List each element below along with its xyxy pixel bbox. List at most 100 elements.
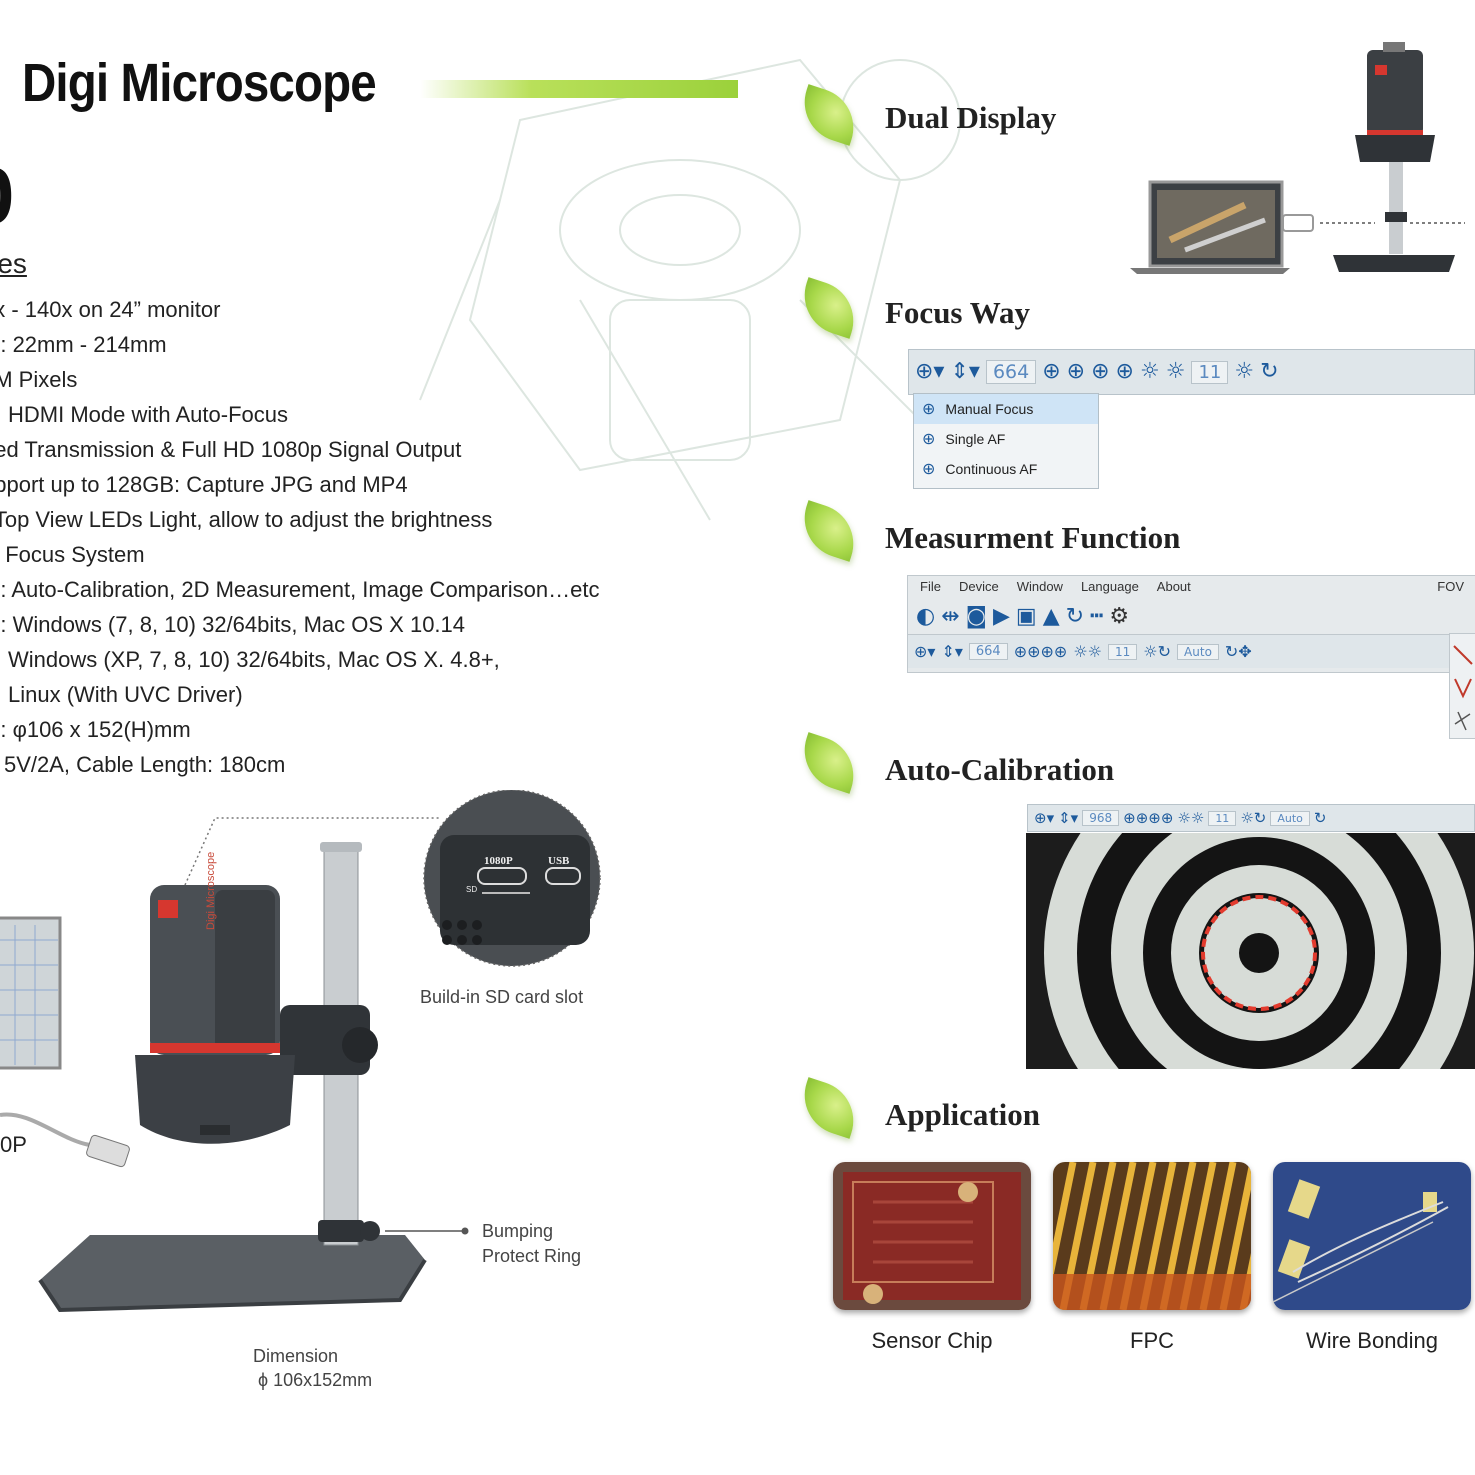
refresh-icon[interactable]: ↻✥ bbox=[1224, 641, 1252, 661]
application-image-wire-bonding bbox=[1273, 1162, 1471, 1310]
feature-item: 3x - 140x on 24” monitor bbox=[0, 297, 221, 322]
focus-target-icon[interactable]: ⊕⊕⊕⊕ bbox=[1123, 808, 1174, 827]
dual-display-illustration bbox=[1130, 42, 1465, 274]
menu-item-manual-focus[interactable]: ⊕ Manual Focus bbox=[914, 394, 1098, 424]
menu-about[interactable]: About bbox=[1156, 579, 1191, 594]
camera-icon[interactable]: ◙ bbox=[965, 604, 987, 629]
brightness-value[interactable]: 11 bbox=[1108, 643, 1138, 660]
menu-item-single-af[interactable]: ⊕ Single AF bbox=[914, 424, 1098, 454]
dimension-label: Dimension bbox=[253, 1346, 339, 1366]
focus-value-field[interactable]: 664 bbox=[968, 643, 1008, 660]
feature-item: e : 22mm - 214mm bbox=[0, 332, 167, 357]
page-title: Digi Microscope bbox=[22, 53, 377, 113]
focus-icon: ⊕ bbox=[922, 429, 936, 448]
menu-item-label: Single AF bbox=[945, 431, 1006, 447]
focus-target-icon[interactable]: ⊕ bbox=[1066, 359, 1086, 384]
focus-adjust-icon[interactable]: ⇕▾ bbox=[950, 359, 980, 384]
brightness-value[interactable]: 11 bbox=[1191, 360, 1229, 384]
section-title-application: Application bbox=[885, 1097, 1041, 1132]
brightness-icon[interactable]: ☼ bbox=[1165, 359, 1186, 384]
calibration-target-image bbox=[1026, 833, 1475, 1069]
settings-icon[interactable]: ☼ bbox=[1234, 359, 1255, 384]
leaf-icon bbox=[794, 1077, 864, 1139]
focus-target-icon[interactable]: ⊕ bbox=[1042, 359, 1061, 384]
port-usb-label: USB bbox=[548, 855, 570, 867]
video-icon[interactable]: ▶ bbox=[993, 604, 1010, 629]
menu-bar: File Device Window Language About FOV bbox=[908, 576, 1475, 600]
focus-mode-icon[interactable]: ⊕▾ bbox=[915, 359, 945, 384]
product-illustration bbox=[0, 790, 601, 1313]
application-caption: Sensor Chip bbox=[871, 1328, 993, 1353]
feature-item: HDMI Mode with Auto-Focus bbox=[8, 402, 288, 427]
measure-app-window: File Device Window Language About FOV ◐ … bbox=[907, 575, 1475, 673]
section-title-focus-way: Focus Way bbox=[885, 295, 1030, 330]
gear-icon[interactable]: ⚙ bbox=[1109, 604, 1130, 629]
calibration-value-field[interactable]: 968 bbox=[1082, 810, 1120, 826]
auto-button[interactable]: Auto bbox=[1177, 643, 1219, 660]
focus-mode-icon[interactable]: ⊕▾ bbox=[1034, 808, 1055, 827]
feature-item: upport up to 128GB: Capture JPG and MP4 bbox=[0, 472, 408, 497]
feature-item: f Top View LEDs Light, allow to adjust t… bbox=[0, 507, 493, 532]
leaf-icon bbox=[794, 732, 864, 794]
feature-item: eed Transmission & Full HD 1080p Signal … bbox=[0, 437, 462, 462]
focus-target-icon[interactable]: ⊕⊕⊕⊕ bbox=[1013, 641, 1068, 661]
feature-item: Windows (XP, 7, 8, 10) 32/64bits, Mac OS… bbox=[8, 647, 500, 672]
application-image-fpc bbox=[1053, 1162, 1251, 1310]
menu-item-label: Continuous AF bbox=[945, 461, 1038, 477]
auto-button[interactable]: Auto bbox=[1270, 810, 1310, 826]
snapshot-icon[interactable]: ◐ bbox=[916, 604, 936, 629]
rotate-icon[interactable]: ↻ bbox=[1065, 604, 1085, 629]
measure-tool-panel bbox=[1449, 633, 1475, 739]
brightness-icon[interactable]: ☼☼ bbox=[1177, 808, 1205, 827]
ruler-icon[interactable]: ┅ bbox=[1090, 604, 1104, 629]
image-icon[interactable]: ▣ bbox=[1015, 604, 1037, 629]
focus-target-icon[interactable]: ⊕ bbox=[1115, 359, 1134, 384]
focus-value-field[interactable]: 664 bbox=[985, 360, 1037, 384]
port-1080p-label: 1080P bbox=[484, 855, 513, 867]
feature-item: ol Focus System bbox=[0, 542, 145, 567]
application-image-sensor-chip bbox=[833, 1162, 1031, 1310]
camera-body-text: Digi Microscope bbox=[205, 851, 217, 930]
focus-adjust-icon[interactable]: ⇕▾ bbox=[1058, 808, 1079, 827]
sd-slot-callout: Build-in SD card slot bbox=[420, 987, 584, 1007]
menu-file[interactable]: File bbox=[920, 579, 941, 594]
refresh-icon[interactable]: ↻ bbox=[1313, 808, 1327, 827]
focus-icon: ⊕ bbox=[922, 459, 936, 478]
application-caption: Wire Bonding bbox=[1305, 1328, 1439, 1353]
menu-window[interactable]: Window bbox=[1016, 579, 1063, 594]
settings-icon[interactable]: ☼↻ bbox=[1240, 808, 1267, 827]
focus-mode-icon[interactable]: ⊕▾ bbox=[914, 641, 936, 661]
model-number-fragment: 0 bbox=[0, 150, 15, 242]
brightness-value[interactable]: 11 bbox=[1208, 810, 1237, 826]
menu-item-label: Manual Focus bbox=[945, 401, 1034, 417]
features-list: 3x - 140x on 24” monitor e : 22mm - 214m… bbox=[0, 292, 600, 782]
focus-toolbar-mini: ⊕▾ ⇕▾ 664 ⊕⊕⊕⊕ ☼☼ 11 ☼↻ Auto ↻✥ bbox=[908, 634, 1475, 668]
focus-adjust-icon[interactable]: ⇕▾ bbox=[941, 641, 963, 661]
refresh-icon[interactable]: ↻ bbox=[1260, 359, 1279, 384]
gallery-icon[interactable]: ▲ bbox=[1042, 604, 1060, 629]
sd-mark: SD bbox=[466, 885, 478, 894]
feature-item: 2M Pixels bbox=[0, 367, 78, 392]
capture-toolbar: ◐ ⇹ ◙ ▶ ▣ ▲ ↻ ┅ ⚙ bbox=[908, 600, 1475, 634]
settings-icon[interactable]: ☼↻ bbox=[1143, 641, 1172, 661]
fov-label: FOV bbox=[1437, 579, 1464, 594]
focus-mode-dropdown: ⊕ Manual Focus ⊕ Single AF ⊕ Continuous … bbox=[913, 393, 1099, 489]
brightness-icon[interactable]: ☼☼ bbox=[1073, 641, 1103, 661]
menu-language[interactable]: Language bbox=[1080, 579, 1139, 594]
feature-item: n : φ106 x 152(H)mm bbox=[0, 717, 191, 742]
feature-item: C 5V/2A, Cable Length: 180cm bbox=[0, 752, 286, 777]
menu-item-continuous-af[interactable]: ⊕ Continuous AF bbox=[914, 454, 1098, 484]
menu-device[interactable]: Device bbox=[958, 579, 999, 594]
focus-toolbar: ⊕▾ ⇕▾ 664 ⊕ ⊕ ⊕ ⊕ ☼ ☼ 11 ☼ ↻ bbox=[908, 349, 1475, 395]
focus-icon: ⊕ bbox=[922, 399, 936, 418]
feature-item: n : Windows (7, 8, 10) 32/64bits, Mac OS… bbox=[0, 612, 466, 637]
section-title-measurement: Measurment Function bbox=[885, 520, 1181, 555]
section-title-dual-display: Dual Display bbox=[885, 100, 1057, 135]
protect-ring-label-2: Protect Ring bbox=[482, 1246, 582, 1266]
calibration-toolbar: ⊕▾ ⇕▾ 968 ⊕⊕⊕⊕ ☼☼ 11 ☼↻ Auto ↻ bbox=[1027, 804, 1475, 832]
compare-icon[interactable]: ⇹ bbox=[941, 604, 960, 629]
title-accent-bar bbox=[420, 80, 738, 98]
focus-target-icon[interactable]: ⊕ bbox=[1091, 359, 1110, 384]
brightness-icon[interactable]: ☼ bbox=[1139, 359, 1160, 384]
application-caption: FPC bbox=[1130, 1328, 1174, 1353]
